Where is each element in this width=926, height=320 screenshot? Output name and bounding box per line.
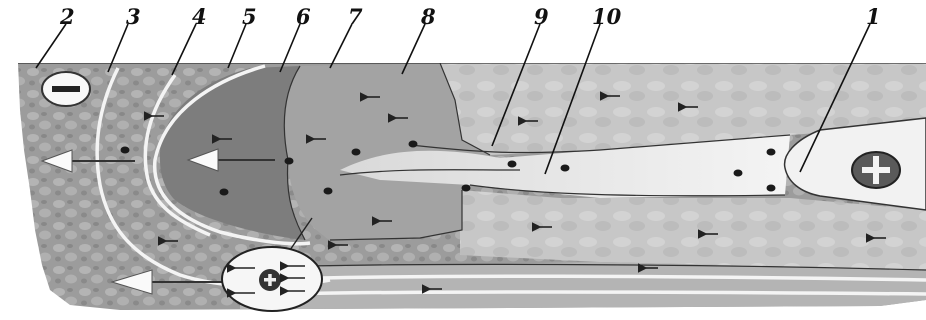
number-labels: 2 3 4 5 6 7 8 9 10 1 [59, 4, 881, 29]
label-4: 4 [192, 4, 207, 29]
electron-dot [462, 185, 471, 192]
electron-dot [409, 141, 418, 148]
label-9: 9 [534, 4, 549, 29]
label-8: 8 [420, 4, 436, 29]
label-1: 1 [866, 4, 881, 29]
bottom-band [240, 262, 926, 312]
electron-dot [220, 189, 229, 196]
label-2: 2 [59, 4, 75, 29]
electron-dot [352, 149, 361, 156]
electron-dot [285, 158, 294, 165]
label-5: 5 [242, 4, 257, 29]
electron-dot [767, 149, 776, 156]
electron-dot [324, 188, 333, 195]
label-3: 3 [126, 4, 141, 29]
minus-icon [42, 72, 90, 106]
electron-dot [121, 147, 130, 154]
electron-dot [767, 185, 776, 192]
electron-dot [734, 170, 743, 177]
electron-dot [561, 165, 570, 172]
electron-dot [508, 161, 517, 168]
plus-icon [852, 152, 900, 188]
label-10: 10 [592, 4, 622, 29]
label-6: 6 [296, 4, 311, 29]
label-7: 7 [348, 4, 363, 29]
